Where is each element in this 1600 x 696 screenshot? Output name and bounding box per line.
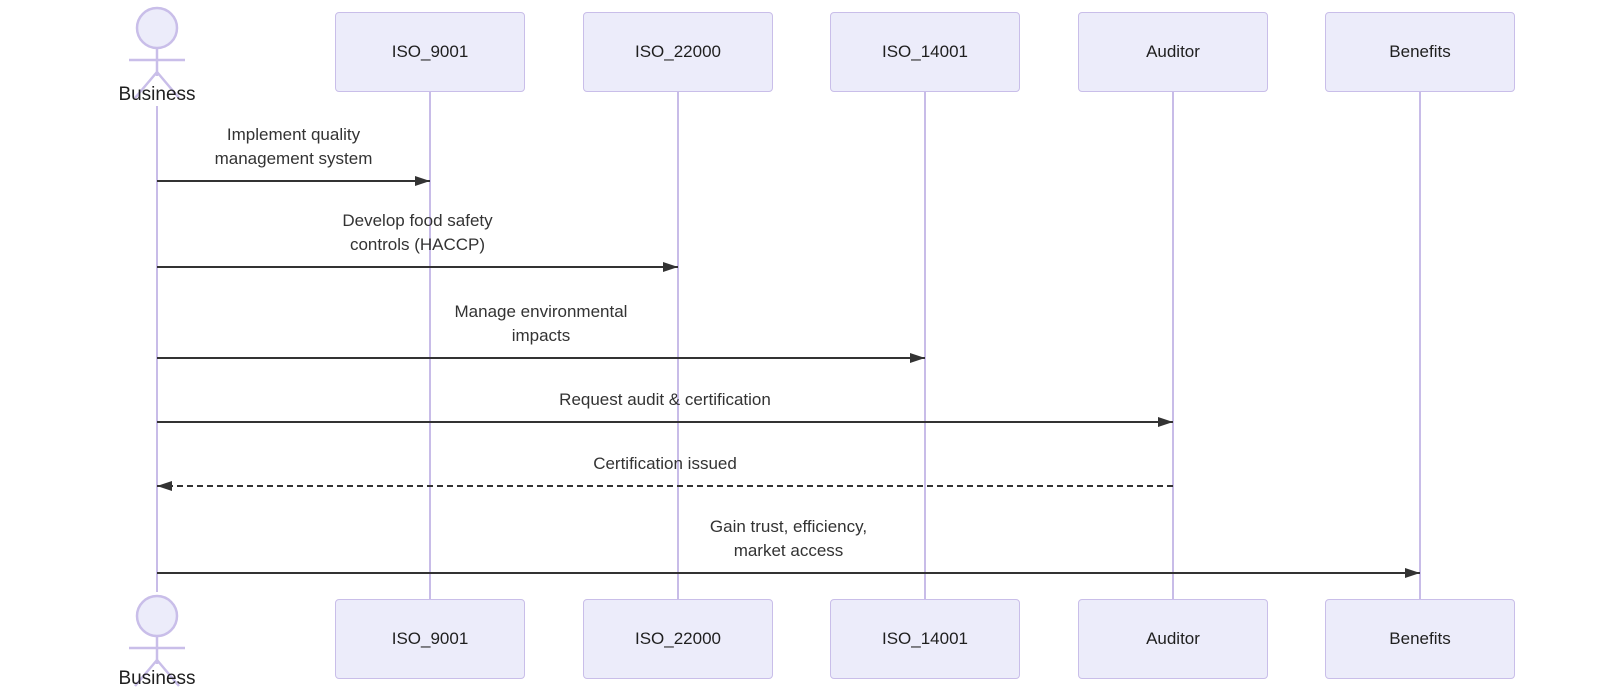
actor-icon (129, 594, 185, 687)
actor-figure-bottom (109, 592, 205, 695)
participant-box-top: ISO_22000 (583, 12, 773, 92)
message-label: Develop food safety controls (HACCP) (342, 209, 492, 257)
message-label-line: controls (HACCP) (349, 235, 486, 254)
message-label-line: Manage environmental (454, 302, 628, 321)
participant-label: Auditor (1146, 42, 1200, 61)
participant-label: Benefits (1389, 42, 1451, 61)
message-arrowhead (910, 353, 925, 363)
lifeline-participant (924, 92, 926, 599)
actor-icon (129, 6, 185, 99)
message-label: Request audit & certification (559, 388, 771, 412)
message-arrow-line (157, 421, 1173, 423)
participant-box-bottom: ISO_14001 (830, 599, 1020, 679)
actor-label-bottom: Business (118, 668, 196, 689)
participant-label: ISO_14001 (881, 629, 968, 648)
participant-box-top: Auditor (1078, 12, 1268, 92)
message-label-line: management system (214, 149, 373, 168)
message-label: Gain trust, efficiency, market access (710, 515, 867, 563)
message-arrow-line (157, 266, 678, 268)
message-arrow-line (157, 357, 925, 359)
message-label-line: Implement quality (226, 125, 361, 144)
participant-box-bottom: ISO_9001 (335, 599, 525, 679)
lifeline-participant (429, 92, 431, 599)
message-arrowhead (157, 481, 172, 491)
message-label: Manage environmental impacts (455, 300, 628, 348)
message-label-line: Certification issued (593, 454, 737, 473)
participant-box-bottom: Auditor (1078, 599, 1268, 679)
message-label-line: Request audit & certification (559, 390, 771, 409)
message-arrowhead (663, 262, 678, 272)
actor-figure-top (109, 4, 205, 107)
message-arrowhead (1158, 417, 1173, 427)
message-label: Certification issued (593, 452, 737, 476)
participant-box-bottom: Benefits (1325, 599, 1515, 679)
participant-label: Auditor (1146, 629, 1200, 648)
message-arrowhead (415, 176, 430, 186)
message-label-line: market access (733, 541, 844, 560)
participant-box-top: Benefits (1325, 12, 1515, 92)
participant-label: ISO_9001 (391, 629, 469, 648)
participant-label: ISO_9001 (391, 42, 469, 61)
lifeline-participant (1172, 92, 1174, 599)
message-label: Implement quality management system (215, 123, 373, 171)
participant-label: ISO_22000 (634, 42, 721, 61)
message-label-line: impacts (511, 326, 571, 345)
message-arrow-line (157, 485, 1173, 487)
lifeline-participant (677, 92, 679, 599)
lifeline-participant (1419, 92, 1421, 599)
participant-label: Benefits (1389, 629, 1451, 648)
participant-box-bottom: ISO_22000 (583, 599, 773, 679)
message-label-line: Gain trust, efficiency, (709, 517, 868, 536)
lifeline-actor (156, 106, 158, 592)
actor-label-top: Business (118, 84, 196, 105)
participant-label: ISO_22000 (634, 629, 721, 648)
message-arrow-line (157, 572, 1420, 574)
participant-label: ISO_14001 (881, 42, 968, 61)
message-label-line: Develop food safety (342, 211, 493, 230)
participant-box-top: ISO_9001 (335, 12, 525, 92)
message-arrowhead (1405, 568, 1420, 578)
message-arrow-line (157, 180, 430, 182)
participant-box-top: ISO_14001 (830, 12, 1020, 92)
